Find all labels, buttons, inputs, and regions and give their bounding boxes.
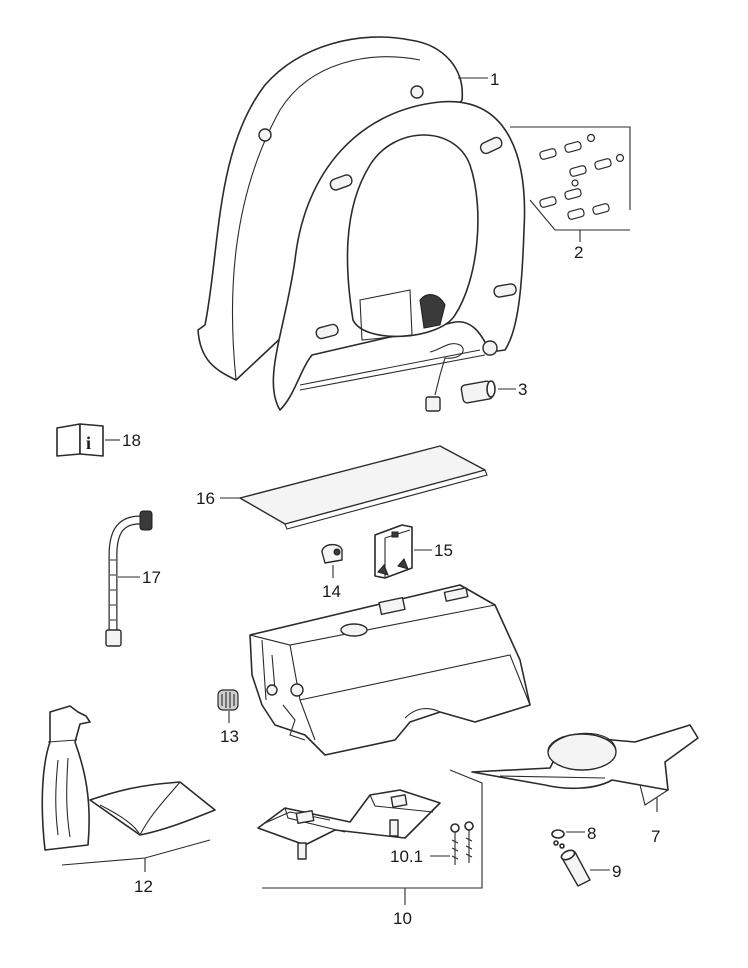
part-10-1-screws: 10.1 xyxy=(390,821,474,866)
part-8-ring: 8 xyxy=(551,824,596,849)
info-book-icon: i xyxy=(86,433,91,453)
part-18-manual: i 18 xyxy=(56,423,141,457)
label-12: 12 xyxy=(134,877,153,896)
label-17: 17 xyxy=(142,568,161,587)
label-7: 7 xyxy=(651,827,660,846)
label-2: 2 xyxy=(574,243,583,262)
main-housing xyxy=(249,584,531,756)
part-15-bracket: 15 xyxy=(374,524,453,579)
label-3: 3 xyxy=(518,380,527,399)
label-16: 16 xyxy=(196,489,215,508)
part-10-mounting-set: 10.1 10 xyxy=(257,769,483,928)
label-10-1: 10.1 xyxy=(390,847,423,866)
part-7-cross-plate: 7 xyxy=(471,724,699,846)
part-3-connector: 3 xyxy=(460,380,527,404)
part-2-buffer-set: 2 xyxy=(510,126,631,262)
part-16-mat: 16 xyxy=(196,445,488,530)
part-13-nut: 13 xyxy=(217,689,239,746)
label-13: 13 xyxy=(220,727,239,746)
part-14-clip: 14 xyxy=(321,543,343,601)
label-8: 8 xyxy=(587,824,596,843)
part-1-seat-lid-assembly: 1 xyxy=(197,36,526,412)
label-9: 9 xyxy=(612,862,621,881)
label-1: 1 xyxy=(490,70,499,89)
label-18: 18 xyxy=(122,431,141,450)
part-17-hose: 17 xyxy=(105,510,161,647)
label-10: 10 xyxy=(393,909,412,928)
part-9-sleeve: 9 xyxy=(560,849,621,887)
part-12-cleaning-kit: 12 xyxy=(41,705,216,896)
label-15: 15 xyxy=(434,541,453,560)
label-14: 14 xyxy=(322,582,341,601)
